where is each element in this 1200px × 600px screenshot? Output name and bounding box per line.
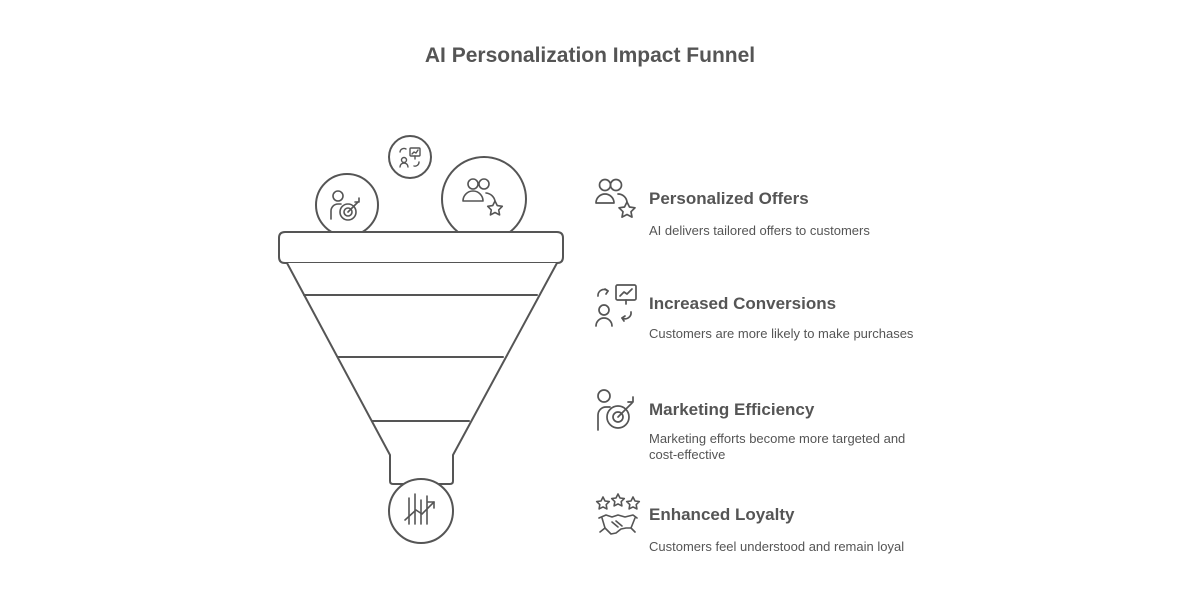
item-title: Enhanced Loyalty [649, 505, 795, 524]
target-person-icon [597, 389, 634, 431]
users-star-icon [462, 178, 504, 216]
target-person-icon [330, 190, 360, 221]
users-star-icon [595, 178, 636, 218]
item-description: Marketing efforts become more targeted a… [649, 431, 906, 462]
item-description: Customers are more likely to make purcha… [649, 326, 914, 341]
target-person-bubble [315, 173, 379, 237]
person-chart-icon [595, 284, 637, 327]
funnel-rim [278, 231, 564, 264]
users-star-bubble [441, 156, 527, 242]
page-title: AI Personalization Impact Funnel [424, 44, 756, 67]
item-description: AI delivers tailored offers to customers [649, 223, 870, 238]
item-title: Increased Conversions [649, 294, 837, 313]
funnel-cone [286, 262, 558, 485]
stars-handshake-icon [595, 493, 641, 535]
person-chart-icon [399, 147, 421, 168]
item-description: Customers feel understood and remain loy… [649, 539, 905, 554]
funnel [278, 231, 564, 485]
person-chart-bubble [388, 135, 432, 179]
item-title: Marketing Efficiency [649, 400, 815, 419]
item-title: Personalized Offers [649, 189, 809, 208]
growth-chart-icon [404, 493, 435, 525]
growth-chart-bubble [388, 478, 454, 544]
